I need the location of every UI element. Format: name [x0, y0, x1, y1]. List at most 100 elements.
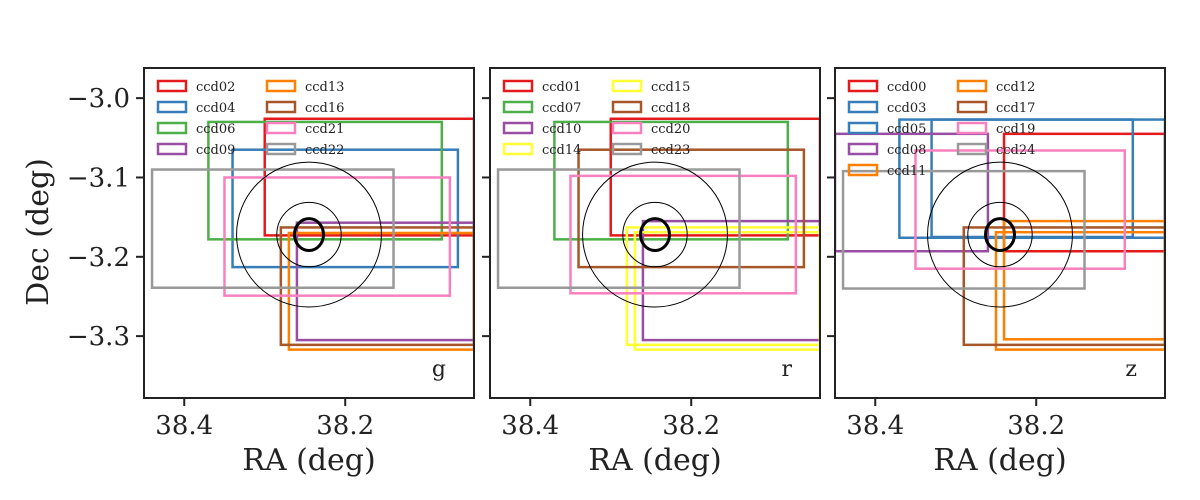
legend-label: ccd03: [887, 101, 926, 116]
legend-item-ccd12: ccd12: [956, 79, 1035, 95]
ccd-footprint-ccd21: [223, 176, 452, 297]
legend-label: ccd02: [196, 80, 235, 95]
ccd-footprint-ccd04: [231, 148, 460, 269]
legend-item-ccd00: ccd00: [847, 79, 926, 95]
x-axis-label: RA (deg): [242, 443, 375, 478]
legend-swatch: [847, 100, 879, 114]
legend-label: ccd07: [542, 101, 581, 116]
legend-label: ccd12: [996, 80, 1035, 95]
legend-item-ccd04: ccd04: [156, 100, 235, 116]
legend-item-ccd22: ccd22: [265, 142, 344, 158]
ccd-footprint-ccd08: [835, 132, 990, 253]
ccd-footprint-ccd05: [930, 118, 1135, 239]
ccd-footprint-ccd20: [569, 174, 798, 295]
legend-label: ccd19: [996, 122, 1035, 137]
legend-swatch: [156, 142, 188, 156]
legend-item-ccd23: ccd23: [611, 142, 690, 158]
legend-swatch: [847, 142, 879, 156]
y-tick-label: −3.3: [67, 322, 130, 352]
x-axis-label: RA (deg): [933, 443, 1066, 478]
legend-swatch: [265, 100, 297, 114]
legend-swatch: [156, 121, 188, 135]
ccd-footprint-ccd24: [841, 169, 1086, 290]
target-contour: [276, 201, 342, 268]
legend-swatch: [502, 121, 534, 135]
ccd-footprint-ccd23: [496, 168, 741, 289]
legend-item-ccd09: ccd09: [156, 142, 235, 158]
legend-item-ccd24: ccd24: [956, 142, 1035, 158]
legend-label: ccd01: [542, 80, 581, 95]
y-tick-label: −3.1: [67, 163, 130, 193]
legend-swatch: [611, 142, 643, 156]
legend-swatch: [502, 100, 534, 114]
x-tick-label: 38.2: [316, 411, 374, 441]
y-tick-label: −3.0: [67, 84, 130, 114]
legend-swatch: [847, 121, 879, 135]
ccd-footprint-ccd14: [625, 226, 820, 347]
x-tick-label: 38.2: [662, 411, 720, 441]
legend-label: ccd13: [305, 80, 344, 95]
legend-label: ccd14: [542, 143, 581, 158]
legend-swatch: [502, 142, 534, 156]
x-axis-label: RA (deg): [588, 443, 721, 478]
panel-r: 38.4 38.2 ccd01 ccd07 ccd10 ccd14 ccd15 ccd18 c…: [482, 67, 821, 478]
legend-label: ccd20: [651, 122, 690, 137]
legend-label: ccd00: [887, 80, 926, 95]
legend-label: ccd24: [996, 143, 1035, 158]
legend-item-ccd01: ccd01: [502, 79, 581, 95]
legend-item-ccd02: ccd02: [156, 79, 235, 95]
legend-swatch: [156, 79, 188, 93]
legend-item-ccd08: ccd08: [847, 142, 926, 158]
legend-item-ccd17: ccd17: [956, 100, 1035, 116]
legend-swatch: [265, 121, 297, 135]
band-label: z: [1125, 357, 1137, 382]
legend-swatch: [956, 121, 988, 135]
legend-swatch: [956, 142, 988, 156]
legend-label: ccd22: [305, 143, 344, 158]
y-axis-label: Dec (deg): [21, 158, 56, 306]
target-contour: [236, 161, 382, 308]
x-tick-label: 38.4: [501, 411, 559, 441]
legend-label: ccd16: [305, 101, 344, 116]
axes-frame: [489, 67, 821, 399]
legend-swatch: [847, 163, 879, 177]
ccd-footprint-ccd06: [207, 120, 444, 241]
x-tick-label: 38.2: [1007, 411, 1065, 441]
legend-item-ccd07: ccd07: [502, 100, 581, 116]
legend-item-ccd19: ccd19: [956, 121, 1035, 137]
legend-label: ccd08: [887, 143, 926, 158]
legend-item-ccd18: ccd18: [611, 100, 690, 116]
legend-label: ccd10: [542, 122, 581, 137]
axes-frame: [834, 67, 1166, 399]
legend-swatch: [956, 79, 988, 93]
legend-label: ccd18: [651, 101, 690, 116]
legend-label: ccd05: [887, 122, 926, 137]
legend-swatch: [611, 121, 643, 135]
target-contour: [293, 217, 325, 253]
legend-label: ccd04: [196, 101, 235, 116]
ccd-footprint-ccd13: [287, 231, 474, 351]
legend-swatch: [156, 100, 188, 114]
legend-label: ccd11: [887, 164, 926, 179]
legend-item-ccd11: ccd11: [847, 163, 926, 179]
legend-item-ccd15: ccd15: [611, 79, 690, 95]
legend-item-ccd13: ccd13: [265, 79, 344, 95]
legend-swatch: [265, 142, 297, 156]
target-contour: [622, 201, 688, 268]
target-contour: [927, 161, 1073, 308]
band-label: g: [432, 357, 446, 382]
legend-label: ccd06: [196, 122, 235, 137]
band-label: r: [781, 357, 792, 382]
legend-swatch: [502, 79, 534, 93]
legend-item-ccd16: ccd16: [265, 100, 344, 116]
axes-frame: [143, 67, 475, 399]
legend-label: ccd21: [305, 122, 344, 137]
ccd-footprint-ccd16: [279, 226, 474, 347]
y-tick-label: −3.2: [67, 243, 130, 273]
legend-label: ccd15: [651, 80, 690, 95]
ccd-footprint-ccd17: [962, 226, 1165, 347]
ccd-footprint-ccd22: [150, 168, 395, 289]
